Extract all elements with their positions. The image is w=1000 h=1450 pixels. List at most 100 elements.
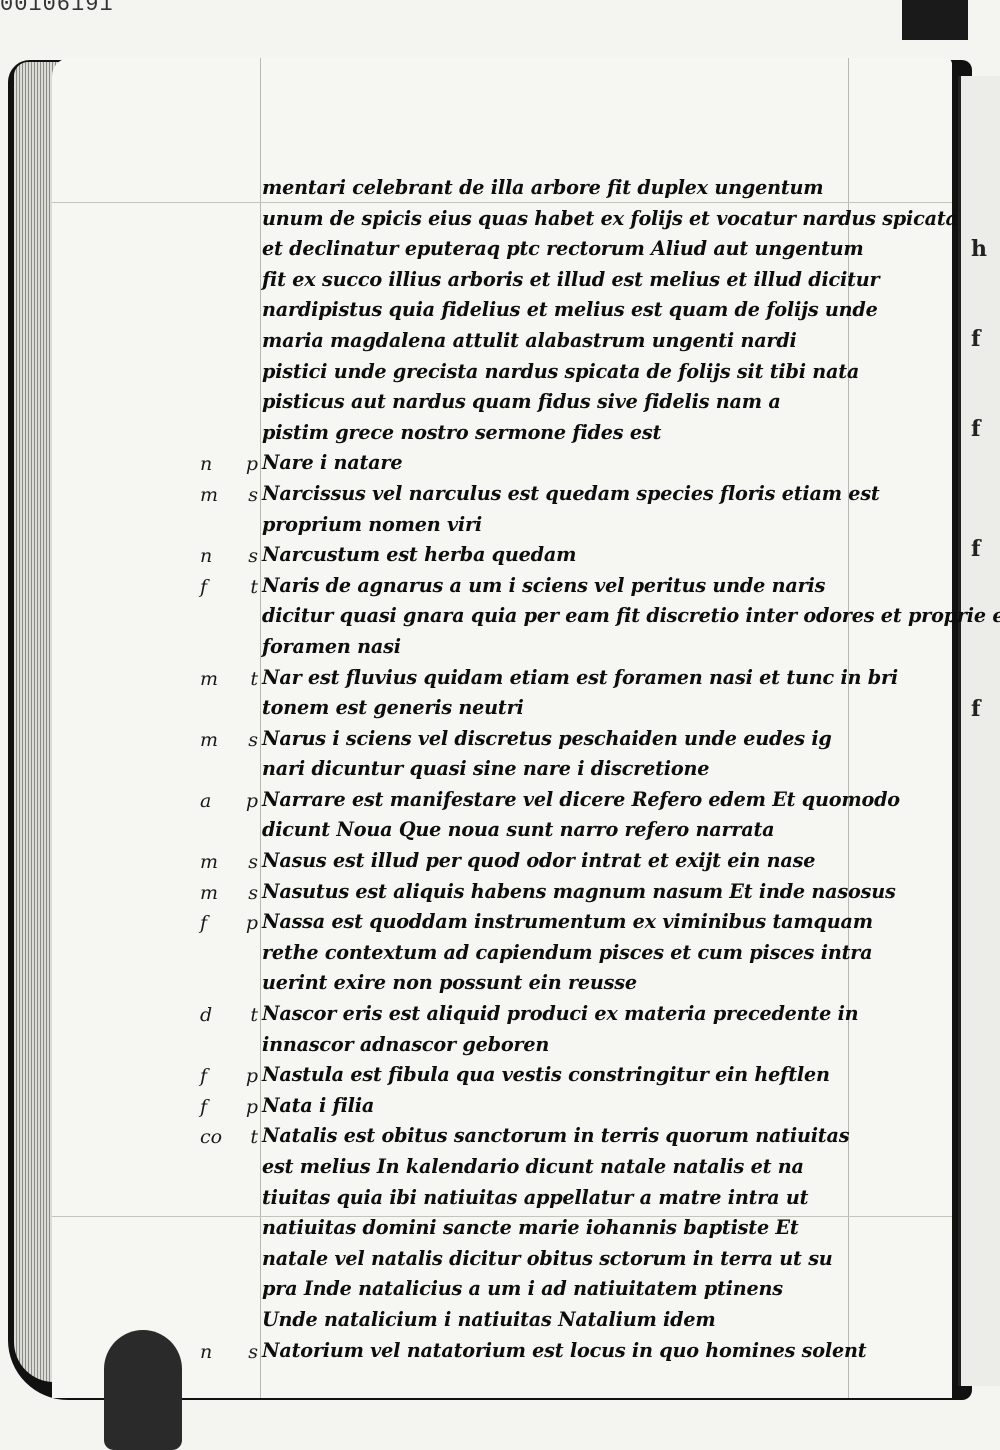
margin-gender: f <box>200 912 208 935</box>
margin-type: p <box>245 453 258 476</box>
margin-gender: n <box>200 1340 213 1363</box>
margin-type: t <box>250 1004 258 1027</box>
line-text: natiuitas domini sancte marie iohannis b… <box>262 1216 799 1240</box>
line-text: foramen nasi <box>262 634 401 658</box>
text-line: et declinatur eputeraq ptc rectorum Aliu… <box>200 237 890 268</box>
text-line: est melius In kalendario dicunt natale n… <box>200 1155 890 1186</box>
line-text: pra Inde natalicius a um i ad natiuitate… <box>262 1277 783 1301</box>
line-text: tiuitas quia ibi natiuitas appellatur a … <box>262 1185 809 1209</box>
text-line: uerint exire non possunt ein reusse <box>200 971 890 1002</box>
margin-gender: m <box>200 728 219 751</box>
margin-gender: f <box>200 575 208 598</box>
margin-annotation: co t <box>200 1126 258 1148</box>
text-line: tonem est generis neutri <box>200 696 890 727</box>
holding-thumb <box>104 1330 182 1450</box>
margin-gender: a <box>200 789 212 812</box>
line-text: unum de spicis eius quas habet ex folijs… <box>262 206 958 230</box>
margin-gender: co <box>200 1126 223 1149</box>
margin-type: p <box>245 912 258 935</box>
text-line: Unde natalicium i natiuitas Natalium ide… <box>200 1308 890 1339</box>
line-text: rethe contextum ad capiendum pisces et c… <box>262 940 873 964</box>
manuscript-text: mentari celebrant de illa arbore fit dup… <box>200 176 1000 1369</box>
line-text: pisticus aut nardus quam fidus sive fide… <box>262 390 781 414</box>
line-text: Nasutus est aliquis habens magnum nasum … <box>262 879 896 903</box>
text-line: nardipistus quia fidelius et melius est … <box>200 298 890 329</box>
margin-type: s <box>248 851 258 874</box>
text-line: pistim grece nostro sermone fides est <box>200 421 890 452</box>
line-text: Natalis est obitus sanctorum in terris q… <box>262 1124 850 1148</box>
line-text: maria magdalena attulit alabastrum ungen… <box>262 328 797 352</box>
line-text: Nassa est quoddam instrumentum ex vimini… <box>262 910 873 934</box>
line-text: et declinatur eputeraq ptc rectorum Aliu… <box>262 237 864 261</box>
line-text: dicitur quasi gnara quia per eam fit dis… <box>262 604 1000 628</box>
line-text: proprium nomen viri <box>262 512 482 536</box>
text-line: pisticus aut nardus quam fidus sive fide… <box>200 390 890 421</box>
line-text: pistim grece nostro sermone fides est <box>262 420 662 444</box>
line-text: Narus i sciens vel discretus peschaiden … <box>262 726 832 750</box>
line-text: fit ex succo illius arboris et illud est… <box>262 267 880 291</box>
margin-gender: d <box>200 1004 213 1027</box>
margin-gender: m <box>200 667 219 690</box>
margin-gender: f <box>200 1095 208 1118</box>
line-text: Unde natalicium i natiuitas Natalium ide… <box>262 1307 716 1331</box>
line-text: mentari celebrant de illa arbore fit dup… <box>262 176 824 199</box>
line-text: Natorium vel natatorium est locus in quo… <box>262 1338 867 1362</box>
margin-type: p <box>245 1095 258 1118</box>
text-line: dicitur quasi gnara quia per eam fit dis… <box>200 604 1000 635</box>
book-support <box>902 0 968 40</box>
line-text: Narcustum est herba quedam <box>262 543 577 567</box>
line-text: Nascor eris est aliquid produci ex mater… <box>262 1002 859 1026</box>
margin-type: s <box>248 728 258 751</box>
line-text: uerint exire non possunt ein reusse <box>262 971 637 995</box>
scan-id-label: 00106191 <box>0 0 114 17</box>
manuscript-page <box>52 58 952 1398</box>
line-text: innascor adnascor geboren <box>262 1032 550 1056</box>
text-line: foramen nasi <box>200 635 890 666</box>
text-line: pistici unde grecista nardus spicata de … <box>200 360 890 391</box>
text-line: mentari celebrant de illa arbore fit dup… <box>200 176 890 207</box>
line-text: Nasus est illud per quod odor intrat et … <box>262 849 816 873</box>
facing-page-edge: h f f f f <box>958 76 1000 1386</box>
text-line: tiuitas quia ibi natiuitas appellatur a … <box>200 1186 890 1217</box>
text-line: pra Inde natalicius a um i ad natiuitate… <box>200 1277 890 1308</box>
line-text: Nare i natare <box>262 451 403 475</box>
line-text: Nastula est fibula qua vestis constringi… <box>262 1063 830 1087</box>
line-text: Narcissus vel narculus est quedam specie… <box>262 481 880 505</box>
margin-type: p <box>245 789 258 812</box>
margin-type: t <box>250 575 258 598</box>
line-text: Naris de agnarus a um i sciens vel perit… <box>262 573 826 597</box>
margin-gender: m <box>200 483 219 506</box>
margin-type: s <box>248 483 258 506</box>
margin-type: t <box>250 667 258 690</box>
line-text: Nata i filia <box>262 1093 375 1117</box>
line-text: est melius In kalendario dicunt natale n… <box>262 1155 804 1178</box>
margin-gender: m <box>200 881 219 904</box>
margin-type: t <box>250 1126 258 1149</box>
text-line: rethe contextum ad capiendum pisces et c… <box>200 941 890 972</box>
margin-gender: m <box>200 851 219 874</box>
line-text: pistici unde grecista nardus spicata de … <box>262 359 860 383</box>
margin-type: s <box>248 1340 258 1363</box>
text-line: unum de spicis eius quas habet ex folijs… <box>200 207 958 238</box>
